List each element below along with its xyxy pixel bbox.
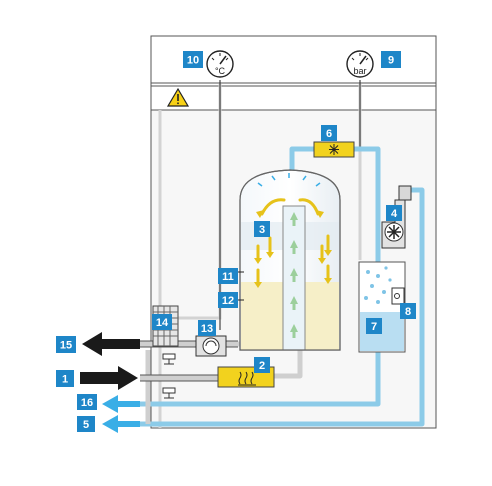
water-tank [358,261,406,353]
valve-icon [162,387,176,399]
callout-14: 14 [152,314,172,330]
callout-box [218,292,238,308]
callout-box [321,125,337,141]
pressure-chamber [239,169,341,351]
up-arrows [290,212,298,338]
callout-labels: 10 9 6 4 3 11 12 14 13 15 2 7 8 1 16 5 [56,51,416,432]
callout-text: 7 [371,321,377,333]
flow-arrowheads [254,210,332,288]
callout-text: 4 [391,208,398,220]
pressure-unit: bar [353,66,366,76]
callout-text: 15 [60,340,72,352]
callout-9: 9 [381,51,401,68]
callout-text: 13 [201,323,213,335]
callout-box [198,320,216,336]
callout-box [152,314,172,330]
callout-text: 5 [83,419,89,431]
callout-text: 1 [62,374,68,386]
cooling-component [313,141,355,158]
callout-box [366,318,382,334]
callout-13: 13 [198,320,216,336]
callout-6: 6 [321,125,337,141]
callout-text: 9 [388,55,394,67]
callout-text: 3 [259,224,265,236]
callout-text: 11 [222,271,234,283]
valve-icon [162,353,176,365]
outlet-arrow-15 [82,332,140,356]
callout-5: 5 [77,416,95,432]
callout-8: 8 [400,303,416,319]
inlet-arrow-1 [80,366,138,390]
callout-box [254,221,270,237]
callout-text: 6 [326,128,332,140]
callout-text: 12 [222,295,234,307]
callout-10: 10 [183,51,203,68]
callout-15: 15 [56,336,76,353]
callout-7: 7 [366,318,382,334]
steam-arrows [257,173,321,187]
callout-11: 11 [218,268,238,284]
callout-box [77,394,97,410]
callout-text: 14 [156,317,169,329]
warning-panel [150,85,437,111]
callout-text: 8 [405,306,411,318]
callout-box [183,51,203,68]
callout-box [218,268,238,284]
drain-arrow-5 [102,415,140,433]
callout-box [56,336,76,353]
pump-icon [195,335,227,357]
callout-3: 3 [254,221,270,237]
temperature-unit: °C [215,66,226,76]
callout-text: 16 [81,397,93,409]
callout-4: 4 [386,205,402,221]
warning-icon [166,87,190,107]
callout-12: 12 [218,292,238,308]
callout-box [386,205,402,221]
callout-text: 10 [187,55,199,67]
callout-box [56,370,74,387]
temperature-gauge: °C [206,50,234,78]
callout-16: 16 [77,394,97,410]
callout-text: 2 [259,360,265,372]
pressure-gauge: bar [346,50,374,78]
callout-1: 1 [56,370,74,387]
callout-box [381,51,401,68]
callout-2: 2 [254,357,270,373]
drain-arrow-16 [102,395,140,413]
callout-box [254,357,270,373]
callout-box [400,303,416,319]
callout-box [77,416,95,432]
